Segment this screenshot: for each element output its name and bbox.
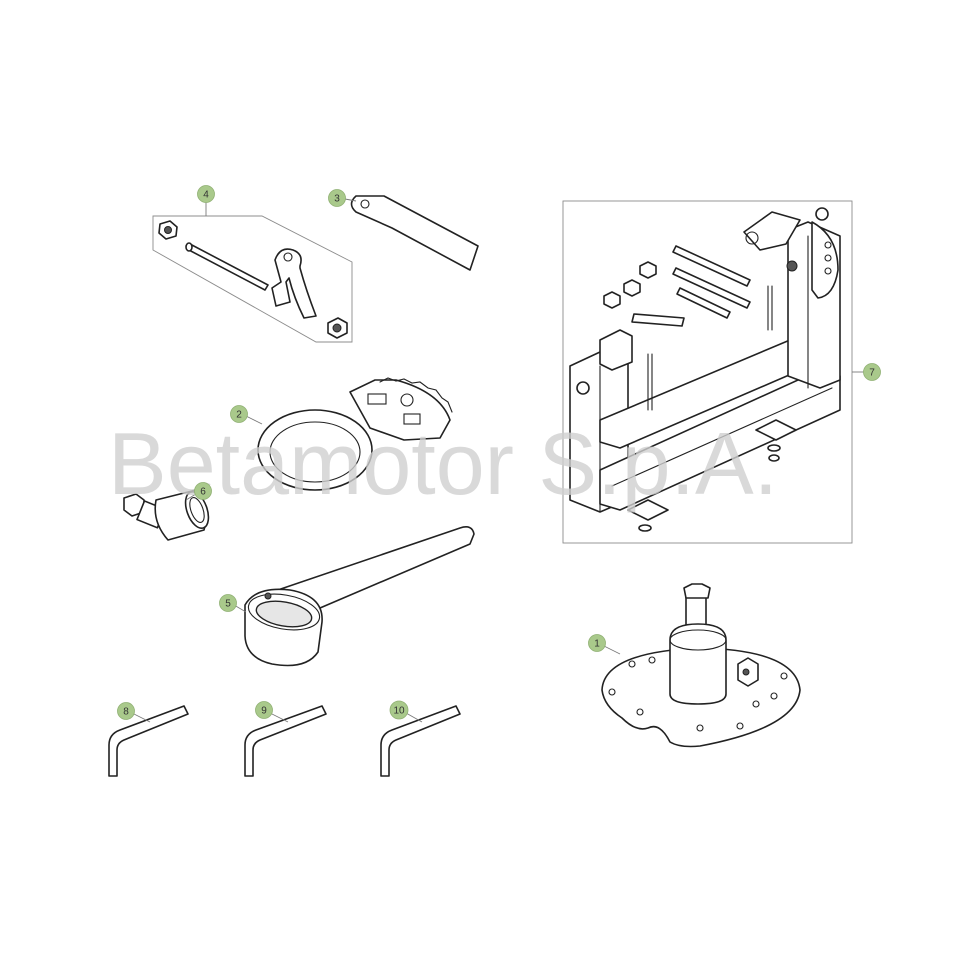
callout-6: 6: [194, 482, 212, 500]
callout-8: 8: [117, 702, 135, 720]
callout-3-label: 3: [334, 194, 340, 205]
part-7-engine-stand: [562, 200, 853, 544]
watermark: Betamotor S.p.A.: [108, 414, 778, 513]
callout-7-label: 7: [869, 368, 875, 379]
callout-6-label: 6: [200, 487, 206, 498]
callout-1: 1: [588, 634, 606, 652]
part-3-flat-strip: [350, 195, 479, 271]
callout-2-label: 2: [236, 410, 242, 421]
part-2-clutch-holder: [257, 377, 453, 491]
callout-1-label: 1: [594, 639, 600, 650]
callout-9-label: 9: [261, 706, 267, 717]
part-10-hex-key: [380, 705, 461, 777]
part-5-ring-wrench: [244, 526, 475, 667]
part-4-kit: [152, 215, 353, 343]
callout-9: 9: [255, 701, 273, 719]
part-8-hex-key: [108, 705, 189, 777]
callout-4-label: 4: [203, 190, 209, 201]
part-1-puller-plate: [601, 583, 801, 748]
callout-3: 3: [328, 189, 346, 207]
part-9-hex-key: [244, 705, 327, 777]
callout-2: 2: [230, 405, 248, 423]
callout-7: 7: [863, 363, 881, 381]
callout-5-label: 5: [225, 599, 231, 610]
callout-5: 5: [219, 594, 237, 612]
callout-4: 4: [197, 185, 215, 203]
callout-10: 10: [389, 700, 409, 720]
callout-8-label: 8: [123, 707, 129, 718]
callout-10-label: 10: [393, 706, 405, 717]
